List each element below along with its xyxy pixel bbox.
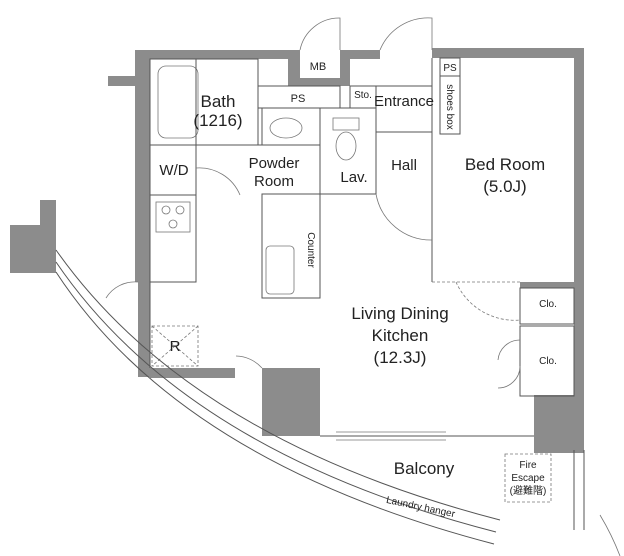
entrance-label: Entrance xyxy=(374,93,434,110)
walls xyxy=(10,48,584,453)
interior-lines xyxy=(149,57,575,441)
ps-right-label: PS xyxy=(443,63,457,74)
wd-label: W/D xyxy=(159,162,188,179)
fire-escape-label-3: (避難階) xyxy=(510,484,547,497)
hall-label: Hall xyxy=(391,157,417,174)
balcony-label: Balcony xyxy=(394,459,455,478)
bath-size-label: (1216) xyxy=(193,111,242,130)
shoes-box-label: shoes box xyxy=(444,84,455,130)
ps-top-label: PS xyxy=(291,93,306,105)
ldk-label-1: Living Dining xyxy=(351,304,448,323)
door-swings xyxy=(105,17,521,389)
bath-label: Bath xyxy=(201,92,236,111)
powder-room-label-2: Room xyxy=(254,173,294,190)
laundry-hanger-label: Laundry hanger xyxy=(385,495,456,520)
counter-label: Counter xyxy=(305,232,316,268)
lav-label: Lav. xyxy=(340,169,367,186)
fire-escape-label-2: Escape xyxy=(511,473,545,484)
fire-escape-label-1: Fire xyxy=(519,460,537,471)
closet-1-label: Clo. xyxy=(539,299,557,310)
ldk-size-label: (12.3J) xyxy=(374,348,427,367)
bed-room-label: Bed Room xyxy=(465,155,545,174)
room-labels: MB PS Sto. Entrance PS shoes box Bath (1… xyxy=(159,61,556,520)
mb-label: MB xyxy=(310,61,327,73)
balcony-curve xyxy=(55,249,621,556)
ldk-label-2: Kitchen xyxy=(372,326,429,345)
closet-2-label: Clo. xyxy=(539,356,557,367)
storage-label: Sto. xyxy=(354,90,372,101)
powder-room-label-1: Powder xyxy=(249,155,300,172)
r-label: R xyxy=(170,338,181,355)
bed-room-size-label: (5.0J) xyxy=(483,177,526,196)
